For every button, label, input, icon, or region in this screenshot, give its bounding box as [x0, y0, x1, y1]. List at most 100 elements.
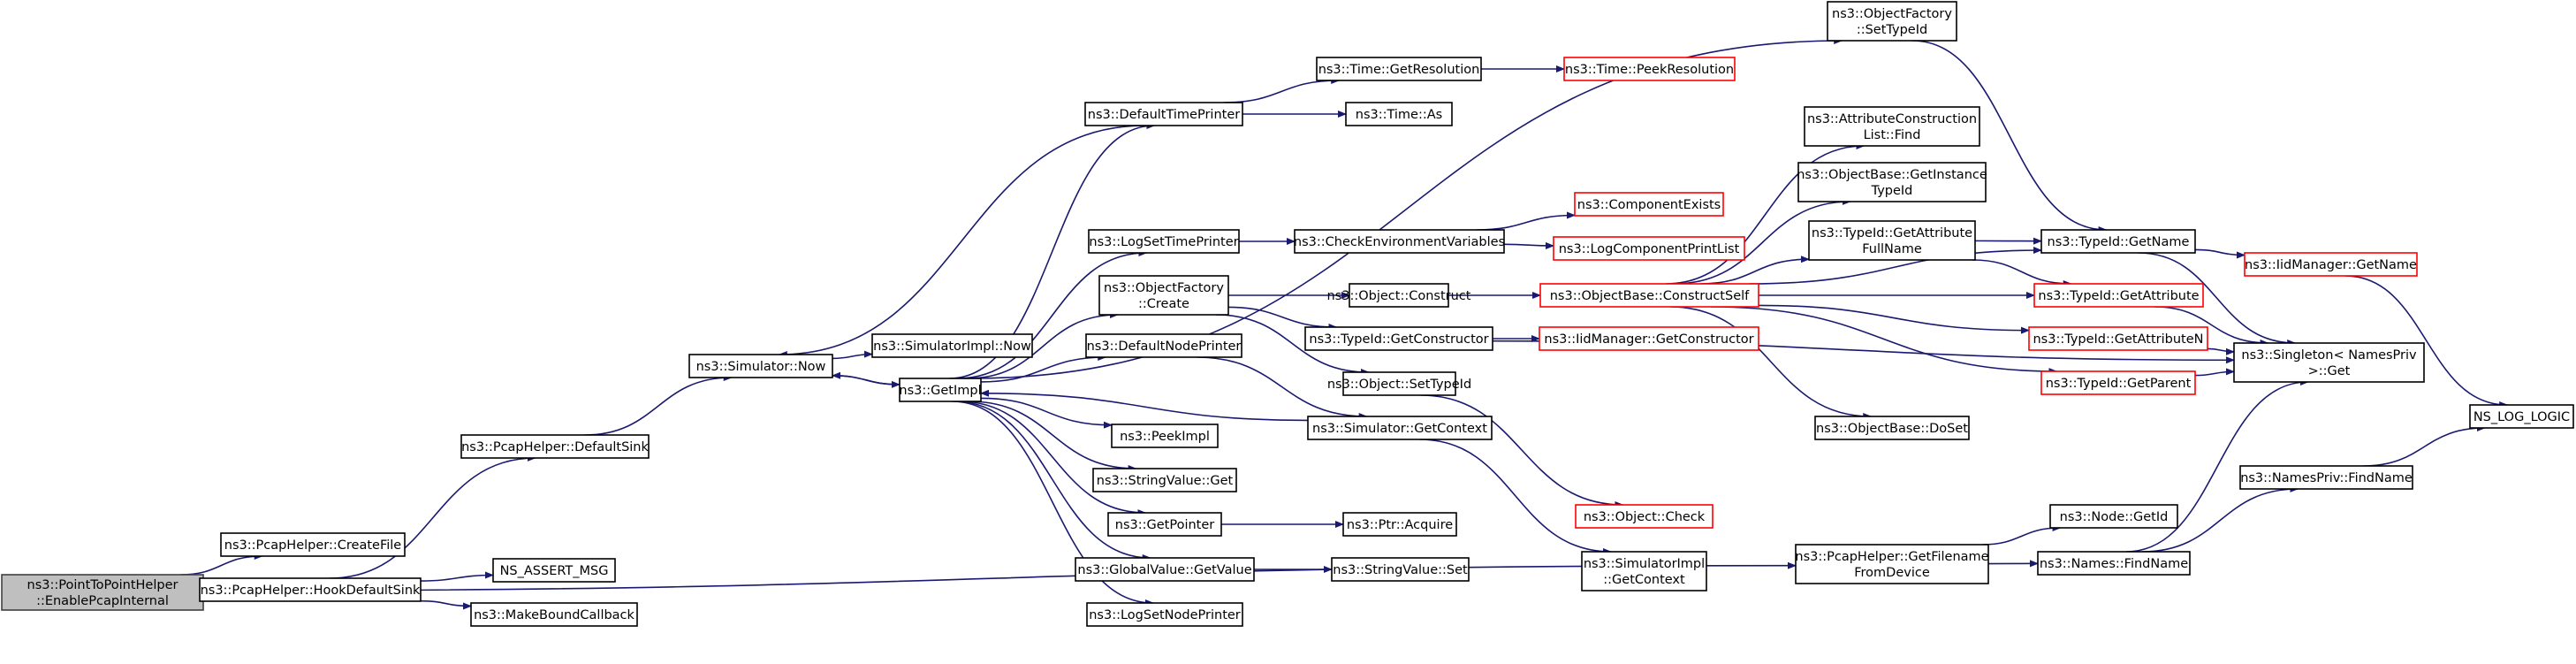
node-box-createfile	[220, 532, 406, 557]
node-label-getfilename-1: FromDevice	[1854, 566, 1930, 580]
node-label-factorysettypeid-0: ns3::ObjectFactory	[1832, 7, 1952, 21]
node-box-logsetnodeprinter	[1086, 602, 1243, 627]
node-simimplnow[interactable]: ns3::SimulatorImpl::Now	[871, 333, 1033, 358]
edge-simgetcontext-to-getimpl	[980, 389, 1309, 422]
node-typeidgetparent[interactable]: ns3::TypeId::GetParent	[2040, 370, 2196, 395]
node-getpointer[interactable]: ns3::GetPointer	[1107, 512, 1222, 537]
node-componentexists[interactable]: ns3::ComponentExists	[1574, 192, 1724, 217]
edge-constructself-to-typeidgetattributen	[1758, 304, 2030, 334]
node-box-assertmsg	[492, 558, 616, 583]
node-hookdefaultsink[interactable]: ns3::PcapHelper::HookDefaultSink	[199, 577, 422, 602]
node-box-stringvalueget	[1092, 468, 1237, 492]
node-box-defaulttimeprinter	[1084, 102, 1243, 126]
node-logsetnodeprinter[interactable]: ns3::LogSetNodePrinter	[1086, 602, 1243, 627]
node-defaultnodeprinter[interactable]: ns3::DefaultNodePrinter	[1085, 333, 1242, 358]
node-namesprivfind[interactable]: ns3::NamesPriv::FindName	[2239, 465, 2413, 490]
node-createfile[interactable]: ns3::PcapHelper::CreateFile	[220, 532, 406, 557]
node-label-logsettimeprinter-0: ns3::LogSetTimePrinter	[1089, 235, 1238, 249]
node-objectbasedoset[interactable]: ns3::ObjectBase::DoSet	[1814, 416, 1970, 440]
node-label-logcomponentprintlist-0: ns3::LogComponentPrintList	[1559, 242, 1740, 256]
node-label-root-0: ns3::PointToPointHelper	[27, 578, 179, 592]
node-logsettimeprinter[interactable]: ns3::LogSetTimePrinter	[1088, 229, 1240, 254]
node-iidgetname[interactable]: ns3::IidManager::GetName	[2244, 252, 2418, 277]
node-assertmsg[interactable]: NS_ASSERT_MSG	[492, 558, 616, 583]
node-checkenv[interactable]: ns3::CheckEnvironmentVariables	[1294, 229, 1505, 254]
node-peekresolution[interactable]: ns3::Time::PeekResolution	[1563, 57, 1736, 81]
node-typeidgetconstructor[interactable]: ns3::TypeId::GetConstructor	[1304, 326, 1493, 351]
node-typeidgetname[interactable]: ns3::TypeId::GetName	[2040, 229, 2196, 254]
node-label-objectconstruct-0: ns3::Object::Construct	[1327, 289, 1471, 303]
node-label-assertmsg-0: NS_ASSERT_MSG	[500, 564, 609, 578]
node-label-defaultnodeprinter-0: ns3::DefaultNodePrinter	[1087, 340, 1242, 354]
edge-getimpl-to-globalvalueget	[954, 401, 1151, 561]
edge-objectsettypeid-to-objectcheck	[1420, 394, 1624, 508]
node-box-stringvalueset	[1331, 557, 1470, 582]
node-box-attrconstructfind	[1804, 106, 1980, 147]
node-namesfind[interactable]: ns3::Names::FindName	[2037, 551, 2191, 576]
node-constructself[interactable]: ns3::ObjectBase::ConstructSelf	[1539, 283, 1759, 308]
node-objectfactorycreate[interactable]: ns3::ObjectFactory::Create	[1098, 275, 1229, 316]
node-objectcheck[interactable]: ns3::Object::Check	[1575, 504, 1714, 529]
node-label-getpointer-0: ns3::GetPointer	[1115, 518, 1215, 532]
node-simimplgetcontext[interactable]: ns3::SimulatorImpl::GetContext	[1581, 551, 1707, 591]
node-label-namesfind-0: ns3::Names::FindName	[2040, 557, 2188, 571]
edge-defaultnodeprinter-to-simgetcontext	[1197, 356, 1368, 420]
node-factorysettypeid[interactable]: ns3::ObjectFactory::SetTypeId	[1827, 1, 1957, 42]
node-label-logsetnodeprinter-0: ns3::LogSetNodePrinter	[1089, 608, 1241, 622]
node-typeidgetattribute[interactable]: ns3::TypeId::GetAttribute	[2033, 283, 2204, 308]
node-getimpl[interactable]: ns3::GetImpl	[899, 378, 982, 402]
node-box-checkenv	[1294, 229, 1505, 254]
edge-getimpl-to-stringvalueget	[969, 401, 1137, 472]
edge-getimpl-to-getpointer	[959, 401, 1147, 516]
edge-typeidgetname-to-singletonget	[2138, 252, 2297, 347]
node-box-iidgetconstructor	[1539, 326, 1759, 351]
edge-defaulttimeprinter-to-simulatornow	[778, 125, 1146, 358]
node-stringvalueset[interactable]: ns3::StringValue::Set	[1331, 557, 1470, 582]
node-label-objectfactorycreate-1: ::Create	[1138, 297, 1189, 311]
node-typeidgetattributen[interactable]: ns3::TypeId::GetAttributeN	[2028, 326, 2208, 351]
node-root[interactable]: ns3::PointToPointHelper::EnablePcapInter…	[1, 574, 204, 611]
node-singletonget[interactable]: ns3::Singleton< NamesPriv>::Get	[2233, 342, 2425, 383]
node-globalvalueget[interactable]: ns3::GlobalValue::GetValue	[1075, 557, 1255, 582]
node-defaulttimeprinter[interactable]: ns3::DefaultTimePrinter	[1084, 102, 1243, 126]
edge-hookdefaultsink-to-assertmsg	[420, 571, 494, 582]
node-stringvalueget[interactable]: ns3::StringValue::Get	[1092, 468, 1237, 492]
node-box-nslog	[2469, 404, 2574, 429]
node-box-iidgetname	[2244, 252, 2418, 277]
node-logcomponentprintlist[interactable]: ns3::LogComponentPrintList	[1553, 236, 1745, 261]
node-box-simgetcontext	[1307, 416, 1493, 440]
node-iidgetconstructor[interactable]: ns3::IidManager::GetConstructor	[1539, 326, 1759, 351]
node-simgetcontext[interactable]: ns3::Simulator::GetContext	[1307, 416, 1493, 440]
node-label-attrconstructfind-0: ns3::AttributeConstruction	[1807, 112, 1977, 126]
node-label-typeidgetname-0: ns3::TypeId::GetName	[2048, 235, 2190, 249]
node-defaultsink[interactable]: ns3::PcapHelper::DefaultSink	[460, 434, 650, 459]
edge-getattributefullname-to-typeidgetattribute	[1972, 259, 2072, 287]
edge-getimpl-to-peekimpl	[980, 397, 1113, 429]
node-box-getresolution	[1316, 57, 1482, 81]
edge-getimpl-to-logsettimeprinter	[957, 249, 1148, 379]
edge-hookdefaultsink-to-defaultsink	[330, 454, 536, 579]
node-timeas[interactable]: ns3::Time::As	[1345, 102, 1453, 126]
node-box-globalvalueget	[1075, 557, 1255, 582]
node-label-typeidgetconstructor-0: ns3::TypeId::GetConstructor	[1309, 332, 1488, 347]
node-nodegetid[interactable]: ns3::Node::GetId	[2049, 504, 2178, 529]
node-ptracquire[interactable]: ns3::Ptr::Acquire	[1342, 512, 1457, 537]
node-nslog[interactable]: NS_LOG_LOGIC	[2469, 404, 2574, 429]
edge-constructself-to-getinstancetypeid	[1674, 198, 1851, 285]
node-makeboundcallback[interactable]: ns3::MakeBoundCallback	[470, 602, 638, 627]
node-box-simimplnow	[871, 333, 1033, 358]
node-objectconstruct[interactable]: ns3::Object::Construct	[1327, 283, 1471, 308]
node-label-makeboundcallback-0: ns3::MakeBoundCallback	[474, 608, 635, 622]
node-label-stringvalueget-0: ns3::StringValue::Get	[1097, 474, 1234, 488]
node-simulatornow[interactable]: ns3::Simulator::Now	[688, 354, 833, 378]
node-getresolution[interactable]: ns3::Time::GetResolution	[1316, 57, 1482, 81]
node-label-singletonget-0: ns3::Singleton< NamesPriv	[2241, 348, 2417, 363]
edge-namesprivfind-to-nslog	[2363, 424, 2486, 467]
node-objectsettypeid[interactable]: ns3::Object::SetTypeId	[1327, 371, 1471, 396]
node-label-getattributefullname-1: FullName	[1862, 242, 1922, 256]
node-peekimpl[interactable]: ns3::PeekImpl	[1111, 424, 1219, 448]
